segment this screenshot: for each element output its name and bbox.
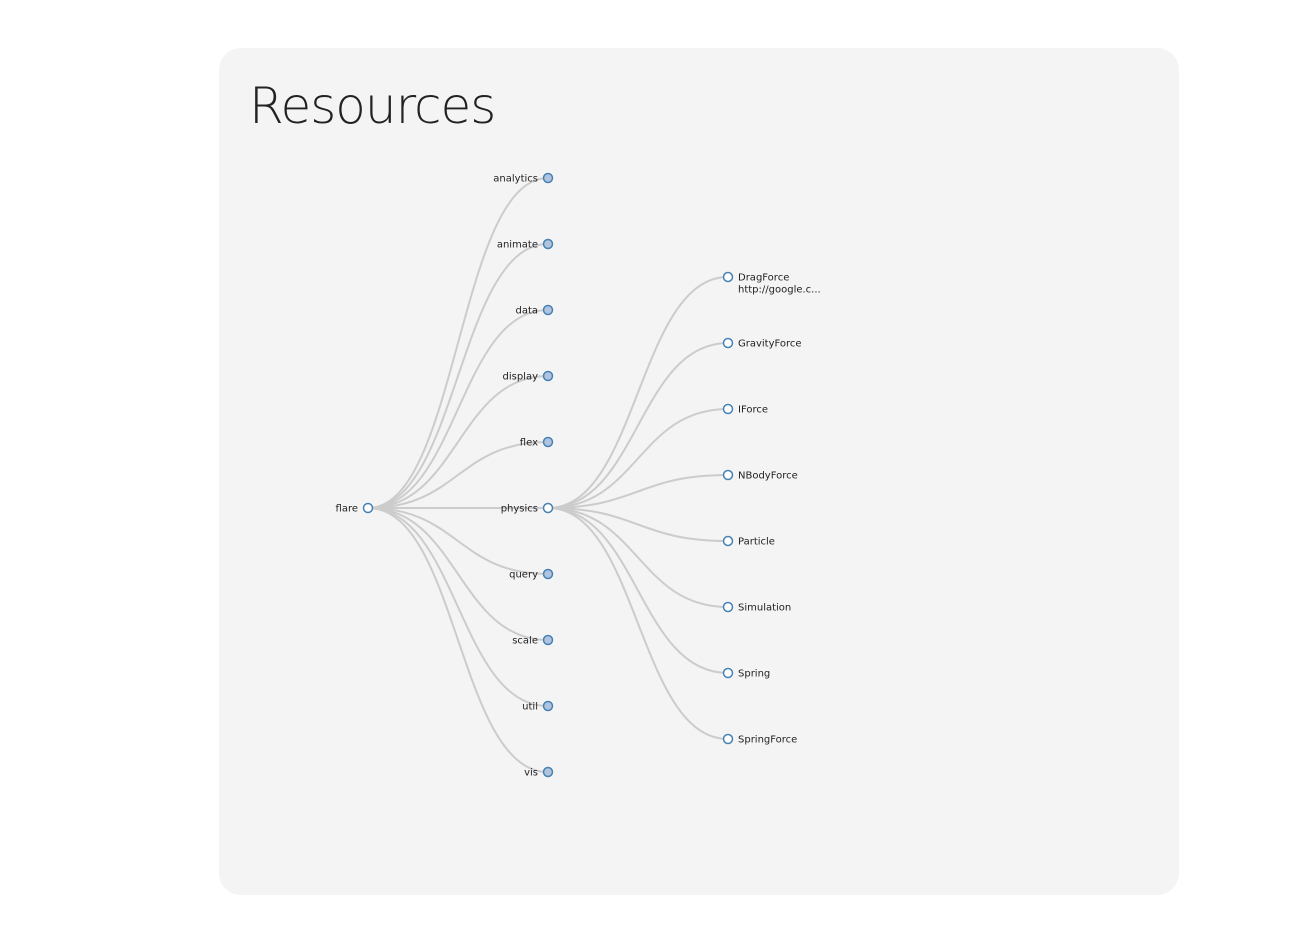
tree-node-dragforce[interactable]: DragForcehttp://google.c... xyxy=(722,271,821,296)
link-flare-data xyxy=(367,309,549,509)
node-label: NBodyForce xyxy=(738,471,798,482)
tree-node-simulation[interactable]: Simulation xyxy=(722,601,792,614)
tree-node-vis[interactable]: vis xyxy=(524,766,554,779)
collapsed-node-circle[interactable] xyxy=(542,436,554,448)
expanded-node-circle[interactable] xyxy=(722,535,734,547)
tree-node-display[interactable]: display xyxy=(502,370,554,383)
tree-node-gravityforce[interactable]: GravityForce xyxy=(722,337,802,350)
node-label: physics xyxy=(501,504,538,515)
expanded-node-circle[interactable] xyxy=(722,337,734,349)
tree-node-iforce[interactable]: IForce xyxy=(722,403,769,416)
node-label: display xyxy=(502,372,538,383)
collapsed-node-circle[interactable] xyxy=(542,568,554,580)
tree-node-flare[interactable]: flare xyxy=(336,502,374,515)
link-flare-util xyxy=(367,507,549,707)
link-physics-nbodyforce xyxy=(547,474,729,509)
collapsed-node-circle[interactable] xyxy=(542,172,554,184)
link-flare-query xyxy=(367,507,549,575)
tree-node-springforce[interactable]: SpringForce xyxy=(722,733,798,746)
link-flare-scale xyxy=(367,507,549,641)
node-label: Spring xyxy=(738,669,770,680)
expanded-node-circle[interactable] xyxy=(722,667,734,679)
tree-node-analytics[interactable]: analytics xyxy=(493,172,554,185)
collapsed-node-circle[interactable] xyxy=(542,634,554,646)
node-label: animate xyxy=(497,240,538,251)
tree-node-spring[interactable]: Spring xyxy=(722,667,771,680)
node-label: flare xyxy=(336,504,358,515)
link-flare-flex xyxy=(367,441,549,509)
link-physics-simulation xyxy=(547,507,729,608)
node-label: analytics xyxy=(493,174,538,185)
node-label: scale xyxy=(512,636,538,647)
tree-node-util[interactable]: util xyxy=(522,700,554,713)
tree-node-flex[interactable]: flex xyxy=(520,436,554,449)
tree-node-scale[interactable]: scale xyxy=(512,634,554,647)
link-physics-springforce xyxy=(547,507,729,740)
expanded-node-circle[interactable] xyxy=(542,502,554,514)
expanded-node-circle[interactable] xyxy=(722,403,734,415)
link-physics-spring xyxy=(547,507,729,674)
link-physics-iforce xyxy=(547,408,729,509)
resources-panel: Resources analytics animate data display fle… xyxy=(219,48,1179,895)
node-label: GravityForce xyxy=(738,339,802,350)
expanded-node-circle[interactable] xyxy=(722,469,734,481)
node-label: DragForce xyxy=(738,273,789,284)
node-url-label[interactable]: http://google.c... xyxy=(738,285,821,296)
tree-node-animate[interactable]: animate xyxy=(497,238,554,251)
tree-node-physics[interactable]: physics xyxy=(501,502,554,515)
expanded-node-circle[interactable] xyxy=(362,502,374,514)
tree-diagram: analytics animate data display flex DragForce… xyxy=(336,172,821,779)
node-label: Particle xyxy=(738,537,775,548)
node-label: Simulation xyxy=(738,603,791,614)
tree-node-data[interactable]: data xyxy=(515,304,554,317)
link-flare-animate xyxy=(367,243,549,509)
expanded-node-circle[interactable] xyxy=(722,601,734,613)
node-label: query xyxy=(509,570,538,581)
tree-node-query[interactable]: query xyxy=(509,568,554,581)
node-label: IForce xyxy=(738,405,768,416)
link-physics-particle xyxy=(547,507,729,542)
collapsed-node-circle[interactable] xyxy=(542,238,554,250)
node-label: data xyxy=(515,306,538,317)
link-physics-gravityforce xyxy=(547,342,729,509)
node-label: util xyxy=(522,702,538,713)
node-label: flex xyxy=(520,438,538,449)
collapsed-node-circle[interactable] xyxy=(542,370,554,382)
collapsed-node-circle[interactable] xyxy=(542,304,554,316)
node-label: SpringForce xyxy=(738,735,797,746)
link-physics-dragforce xyxy=(547,276,729,509)
collapsed-node-circle[interactable] xyxy=(542,766,554,778)
link-flare-display xyxy=(367,375,549,509)
collapsed-node-circle[interactable] xyxy=(542,700,554,712)
tree-node-particle[interactable]: Particle xyxy=(722,535,775,548)
expanded-node-circle[interactable] xyxy=(722,733,734,745)
tree-node-nbodyforce[interactable]: NBodyForce xyxy=(722,469,798,482)
link-flare-analytics xyxy=(367,177,549,509)
link-flare-vis xyxy=(367,507,549,773)
page-title: Resources xyxy=(249,77,496,135)
node-label: vis xyxy=(524,768,538,779)
expanded-node-circle[interactable] xyxy=(722,271,734,283)
